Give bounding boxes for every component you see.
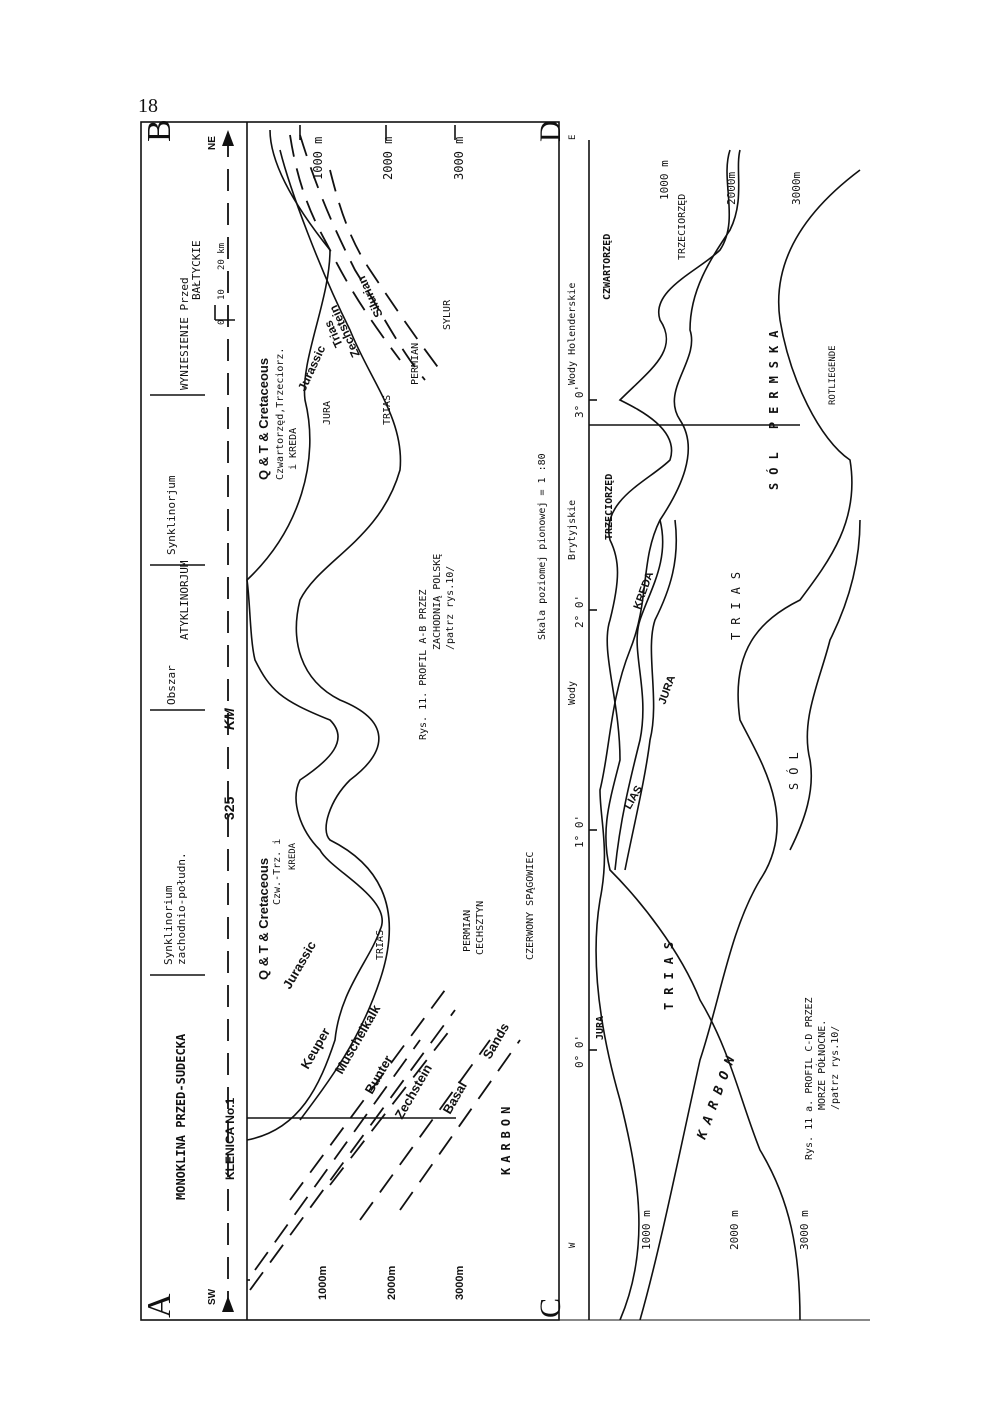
region-label: BAŁTYCKIE bbox=[190, 240, 203, 300]
unit-label: KREDA bbox=[288, 842, 298, 870]
depth-label: 3000m bbox=[790, 172, 803, 205]
arrow-ne-icon bbox=[222, 130, 234, 146]
depth-label: 1000 m bbox=[311, 137, 325, 180]
longitude-label: 0° 0' bbox=[573, 1035, 586, 1068]
well-label: KLENICA No.1 bbox=[223, 1097, 237, 1180]
depth-label: 3000 m bbox=[798, 1210, 811, 1250]
unit-label: Czw.-Trz. i bbox=[272, 839, 283, 905]
scale-ticks-cd bbox=[589, 399, 597, 1051]
region-label: Obszar bbox=[165, 665, 178, 705]
depth-label: 1000m bbox=[317, 1266, 329, 1300]
unit-label: ROTLIEGENDE bbox=[828, 345, 838, 405]
unit-label: LIAS bbox=[622, 784, 645, 812]
region-label: MONOKLINA PRZED-SUDECKA bbox=[174, 1033, 188, 1200]
distance-value: 325 bbox=[221, 796, 237, 820]
depth-label: 2000m bbox=[386, 1266, 398, 1300]
profile-cd-layers bbox=[589, 149, 861, 1321]
depth-label: 2000m bbox=[725, 172, 738, 205]
region-separators bbox=[150, 394, 205, 976]
figure-caption: Rys. 11. PROFIL A-B PRZEZ bbox=[418, 589, 429, 740]
longitude-label: 2° 0' bbox=[573, 595, 586, 628]
unit-label: SÓL PERMSKA bbox=[766, 323, 781, 490]
depth-label: 1000 m bbox=[640, 1210, 653, 1250]
unit-label: TRIAS bbox=[729, 564, 743, 640]
unit-label: TRIAS bbox=[382, 395, 393, 425]
ne-label: NE bbox=[207, 136, 218, 150]
scale-ticks-ab bbox=[214, 125, 456, 1281]
unit-label: PERMIAN bbox=[462, 910, 473, 952]
unit-label: Bunter bbox=[362, 1053, 396, 1097]
page-number: 18 bbox=[138, 95, 158, 117]
waters-label: Brytyjskie bbox=[567, 500, 578, 560]
figure-caption: Rys. 11 a. PROFIL C-D PRZEZ bbox=[804, 997, 815, 1160]
unit-label: PERMIAN bbox=[410, 343, 421, 385]
longitude-label: 1° 0' bbox=[573, 815, 586, 848]
unit-label: TRIAS bbox=[662, 934, 676, 1010]
sw-label: SW bbox=[207, 1288, 218, 1305]
region-label: WYNIESIENIE Przed bbox=[178, 277, 191, 390]
corner-label-c: C bbox=[534, 1298, 567, 1318]
corner-label-a: A bbox=[141, 1293, 178, 1318]
unit-label: KARBON bbox=[499, 1102, 513, 1175]
scale-bar-label: 20 km bbox=[217, 243, 227, 270]
unit-label: KREDA bbox=[632, 570, 657, 611]
unit-label: JURA bbox=[322, 401, 333, 425]
scale-bar-label: 0 bbox=[217, 320, 227, 325]
unit-label: TRIAS bbox=[375, 930, 386, 960]
scale-bar-label: 10 bbox=[217, 289, 227, 300]
unit-label: Silurian bbox=[354, 274, 385, 320]
region-label: Synklinorjum bbox=[165, 475, 178, 555]
profile-ab-frame bbox=[140, 121, 560, 1321]
corner-label-b: B bbox=[141, 119, 178, 142]
arrow-sw-icon bbox=[222, 1296, 234, 1312]
unit-label: CZWARTORZĘD bbox=[602, 234, 613, 300]
unit-label: CECHSZTYN bbox=[475, 901, 486, 955]
region-label: ATYKLINORJUM bbox=[178, 560, 191, 640]
figure-caption: /patrz rys.10/ bbox=[445, 566, 456, 650]
unit-label: KARBON bbox=[694, 1047, 741, 1142]
unit-label: Jurassic bbox=[280, 938, 319, 991]
unit-label: SYLUR bbox=[442, 299, 453, 330]
unit-label: Czwartorzęd,Trzeciorz. bbox=[275, 348, 286, 480]
depth-label: 3000m bbox=[454, 1266, 466, 1300]
unit-label: Sands bbox=[480, 1020, 512, 1061]
scale-note: Skala poziomej pionowej = 1 :80 bbox=[537, 453, 548, 640]
profile-ab-layers bbox=[246, 129, 521, 1291]
unit-label: i KREDA bbox=[288, 428, 299, 470]
unit-label: TRZECIORZĘD bbox=[677, 194, 688, 260]
unit-label: Basal bbox=[440, 1079, 470, 1117]
figure-caption: /patrz rys.10/ bbox=[830, 1026, 841, 1110]
unit-label: TRZECIORZĘD bbox=[604, 474, 615, 540]
depth-label: 2000 m bbox=[381, 137, 395, 180]
unit-label: JURA bbox=[657, 674, 679, 706]
west-label: W bbox=[568, 1242, 578, 1248]
distance-unit: KM bbox=[221, 708, 237, 730]
figure-caption: ZACHODNIĄ POLSKĘ bbox=[432, 554, 443, 650]
corner-label-d: D bbox=[534, 120, 567, 142]
unit-label: Q & T & Cretaceous bbox=[256, 358, 271, 480]
unit-label: JURA bbox=[595, 1016, 606, 1040]
east-label: E bbox=[568, 135, 578, 140]
region-label: Synklinorium bbox=[162, 885, 175, 965]
figure-caption: MORZE PÓŁNOCNE. bbox=[815, 1020, 828, 1110]
longitude-label: 3° 0' bbox=[573, 385, 586, 418]
waters-label: Wody Holenderskie bbox=[567, 283, 578, 385]
unit-label: Keuper bbox=[298, 1025, 333, 1071]
unit-label: SÓL bbox=[786, 744, 801, 790]
unit-label: CZERWONY SPĄGOWIEC bbox=[525, 852, 536, 960]
depth-label: 1000 m bbox=[658, 160, 671, 200]
depth-label: 3000 m bbox=[452, 137, 466, 180]
unit-label: Jurassic bbox=[295, 343, 328, 393]
depth-label: 2000 m bbox=[728, 1210, 741, 1250]
region-label: zachodnio-połudn. bbox=[175, 852, 188, 965]
unit-label: Q & T & Cretaceous bbox=[256, 858, 271, 980]
waters-label: Wody bbox=[567, 681, 578, 705]
